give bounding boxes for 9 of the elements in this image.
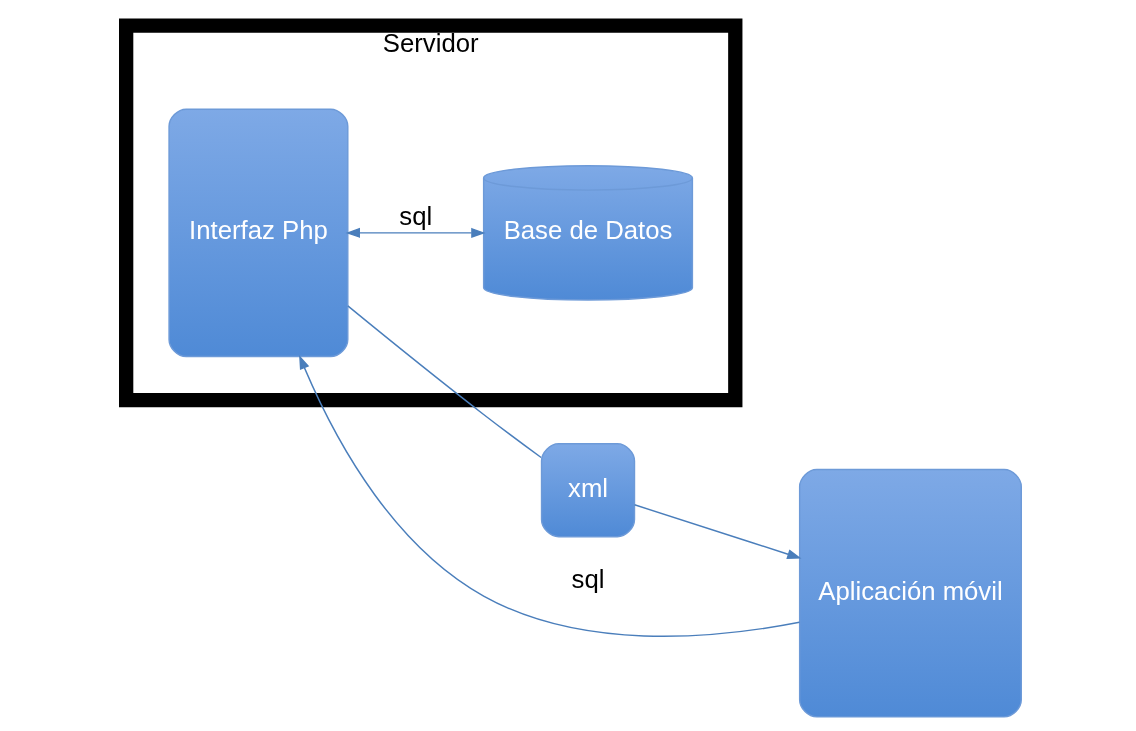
node-box: Aplicación móvil (798, 468, 1022, 718)
edge-label: sql (571, 565, 605, 594)
node-box: xml (540, 443, 636, 538)
edge-label: sql (399, 201, 433, 230)
connector (347, 305, 542, 459)
arrow (345, 227, 486, 238)
node-box: Interfaz Php (168, 108, 349, 358)
arrow (299, 355, 801, 637)
arrow (633, 504, 802, 559)
